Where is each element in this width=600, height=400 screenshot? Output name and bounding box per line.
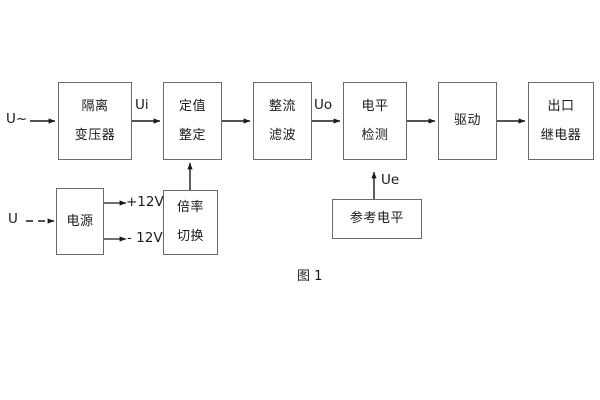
block-label-line1: 驱动 — [453, 113, 481, 128]
block-rectify-filter[interactable]: 整流 滤波 — [253, 82, 312, 160]
block-multiplier-switch[interactable]: 倍率 切换 — [163, 190, 218, 255]
label-minus-12v: - 12V — [127, 230, 163, 246]
block-label-line1: 定值 — [178, 98, 206, 114]
block-label-line2: 变压器 — [74, 127, 116, 143]
block-label-line2: 检测 — [361, 127, 389, 143]
block-drive[interactable]: 驱动 — [438, 82, 497, 160]
block-level-detection[interactable]: 电平 检测 — [343, 82, 407, 160]
block-label-line1: 倍率 — [176, 200, 204, 215]
label-ue: Ue — [381, 172, 400, 188]
label-uo: Uo — [314, 97, 333, 113]
label-ac-input: U~ — [6, 111, 28, 127]
label-dc-input: U — [8, 211, 18, 227]
block-label-line1: 整流 — [268, 98, 296, 114]
block-label-line1: 电平 — [361, 98, 389, 114]
block-power-supply[interactable]: 电源 — [56, 188, 104, 255]
label-plus-12v: +12V — [126, 194, 164, 210]
label-ui: Ui — [135, 97, 149, 113]
block-isolation-transformer[interactable]: 隔离 变压器 — [58, 82, 132, 160]
figure-caption: 图 1 — [297, 269, 323, 284]
block-label-line1: 电源 — [66, 213, 94, 229]
block-output-relay[interactable]: 出口 继电器 — [528, 82, 594, 160]
block-label-line1: 参考电平 — [349, 211, 404, 226]
block-label-line1: 隔离 — [81, 98, 109, 114]
block-label-line2: 继电器 — [540, 127, 582, 143]
block-label-line2: 整定 — [178, 127, 206, 143]
block-setting-value[interactable]: 定值 整定 — [163, 82, 222, 160]
block-label-line2: 切换 — [176, 229, 204, 244]
block-label-line1: 出口 — [547, 98, 575, 114]
block-reference-level[interactable]: 参考电平 — [332, 199, 422, 239]
block-label-line2: 滤波 — [268, 127, 296, 143]
